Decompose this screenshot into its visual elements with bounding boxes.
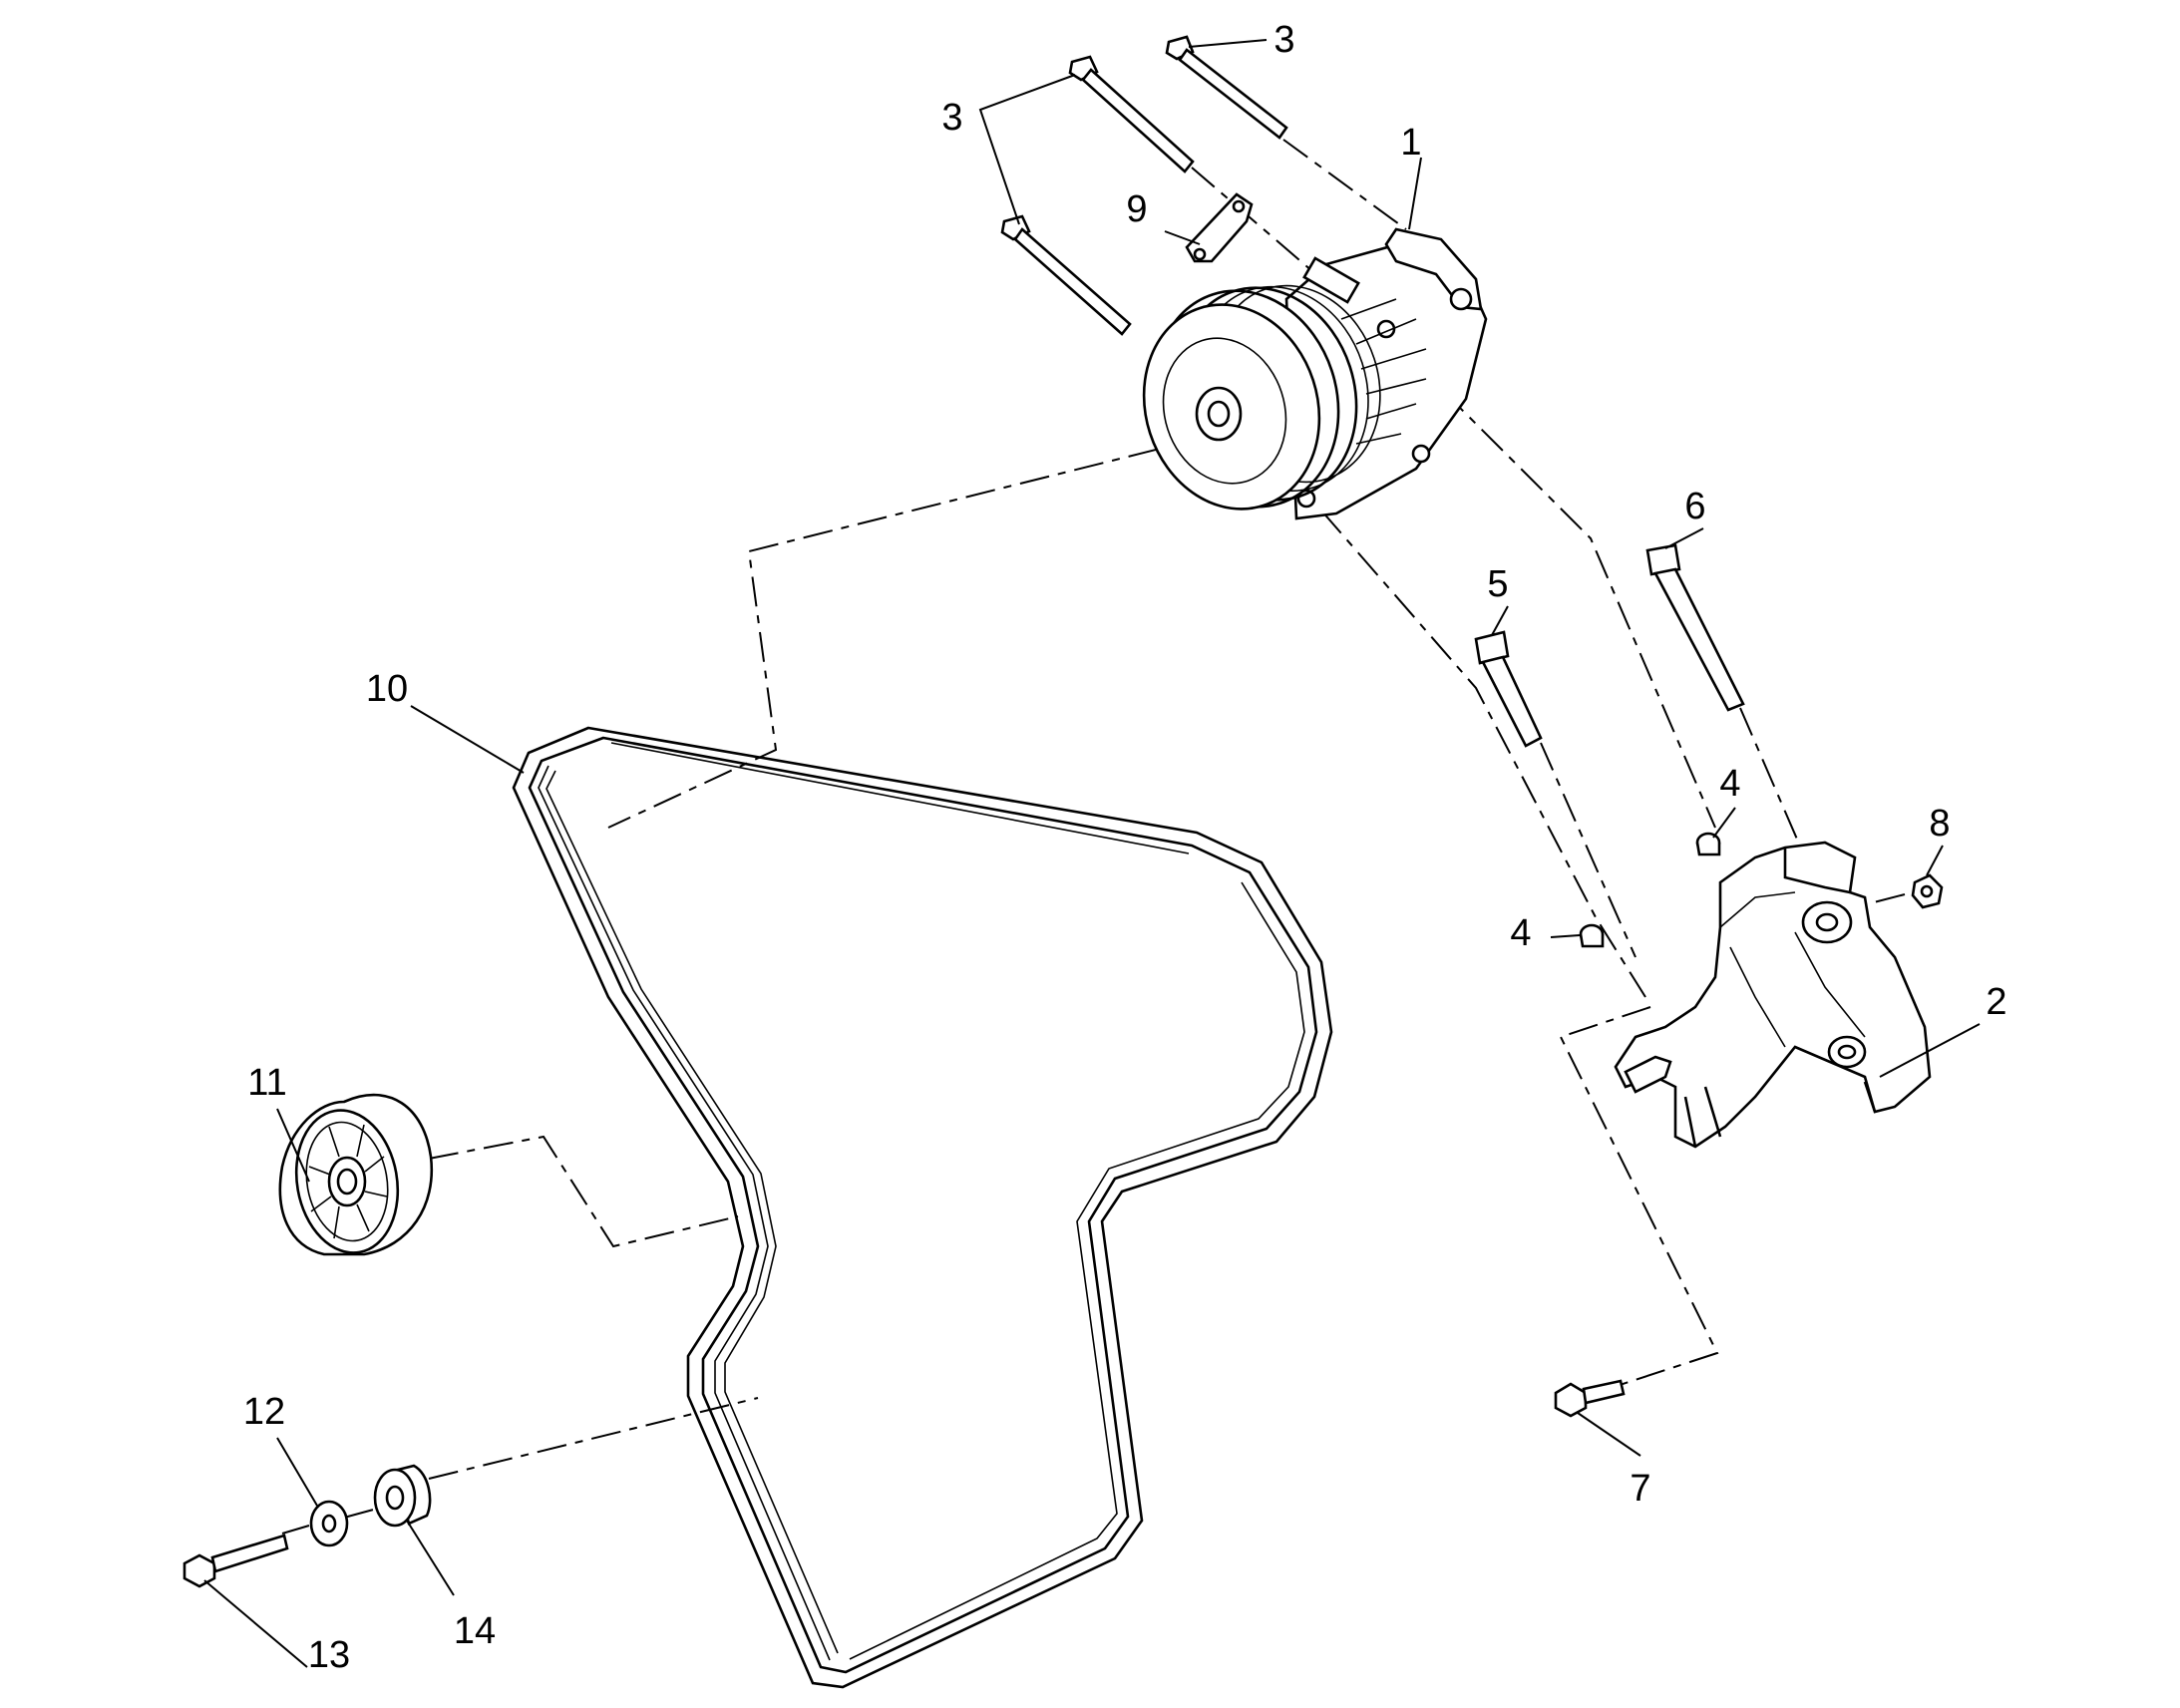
leader-lines <box>203 39 1981 1668</box>
serpentine-belt-10 <box>512 726 1333 1689</box>
washer-12 <box>309 1500 349 1547</box>
alignment-lines <box>281 139 1906 1535</box>
clip-9 <box>1185 192 1254 263</box>
callout-9: 9 <box>1126 188 1147 230</box>
idler-pulley-14 <box>373 1464 432 1528</box>
mounting-bracket-2 <box>1614 841 1932 1149</box>
callout-2: 2 <box>1986 981 2006 1023</box>
spacer-4-upper <box>1695 832 1721 856</box>
callout-4-upper: 4 <box>1719 763 1740 805</box>
callout-5: 5 <box>1487 563 1508 605</box>
spacer-4-lower <box>1579 923 1605 948</box>
bolt-3-top <box>1165 35 1288 140</box>
ac-compressor-1 <box>1142 227 1488 520</box>
callout-3-top: 3 <box>1273 19 1294 61</box>
callout-8: 8 <box>1929 803 1950 845</box>
bolt-3-lower <box>1000 214 1132 336</box>
idler-pulley-11 <box>278 1093 434 1256</box>
callout-labels: 1 2 3 3 4 4 5 6 7 8 9 10 11 12 13 14 <box>243 19 2007 1676</box>
callout-13: 13 <box>308 1634 350 1676</box>
callout-11: 11 <box>247 1062 286 1104</box>
callout-1: 1 <box>1400 122 1421 164</box>
callout-3-left: 3 <box>941 97 962 139</box>
callout-6: 6 <box>1684 486 1705 527</box>
bolt-3-middle <box>1068 55 1195 173</box>
callout-4-lower: 4 <box>1510 912 1531 954</box>
bolt-5 <box>1474 630 1543 748</box>
bolt-13 <box>182 1534 289 1588</box>
nut-8 <box>1911 873 1944 909</box>
callout-10: 10 <box>366 668 408 710</box>
callout-14: 14 <box>454 1610 496 1652</box>
callout-7: 7 <box>1630 1468 1650 1510</box>
callout-12: 12 <box>243 1391 285 1433</box>
bolt-6 <box>1645 543 1745 712</box>
bolt-7 <box>1554 1379 1626 1418</box>
